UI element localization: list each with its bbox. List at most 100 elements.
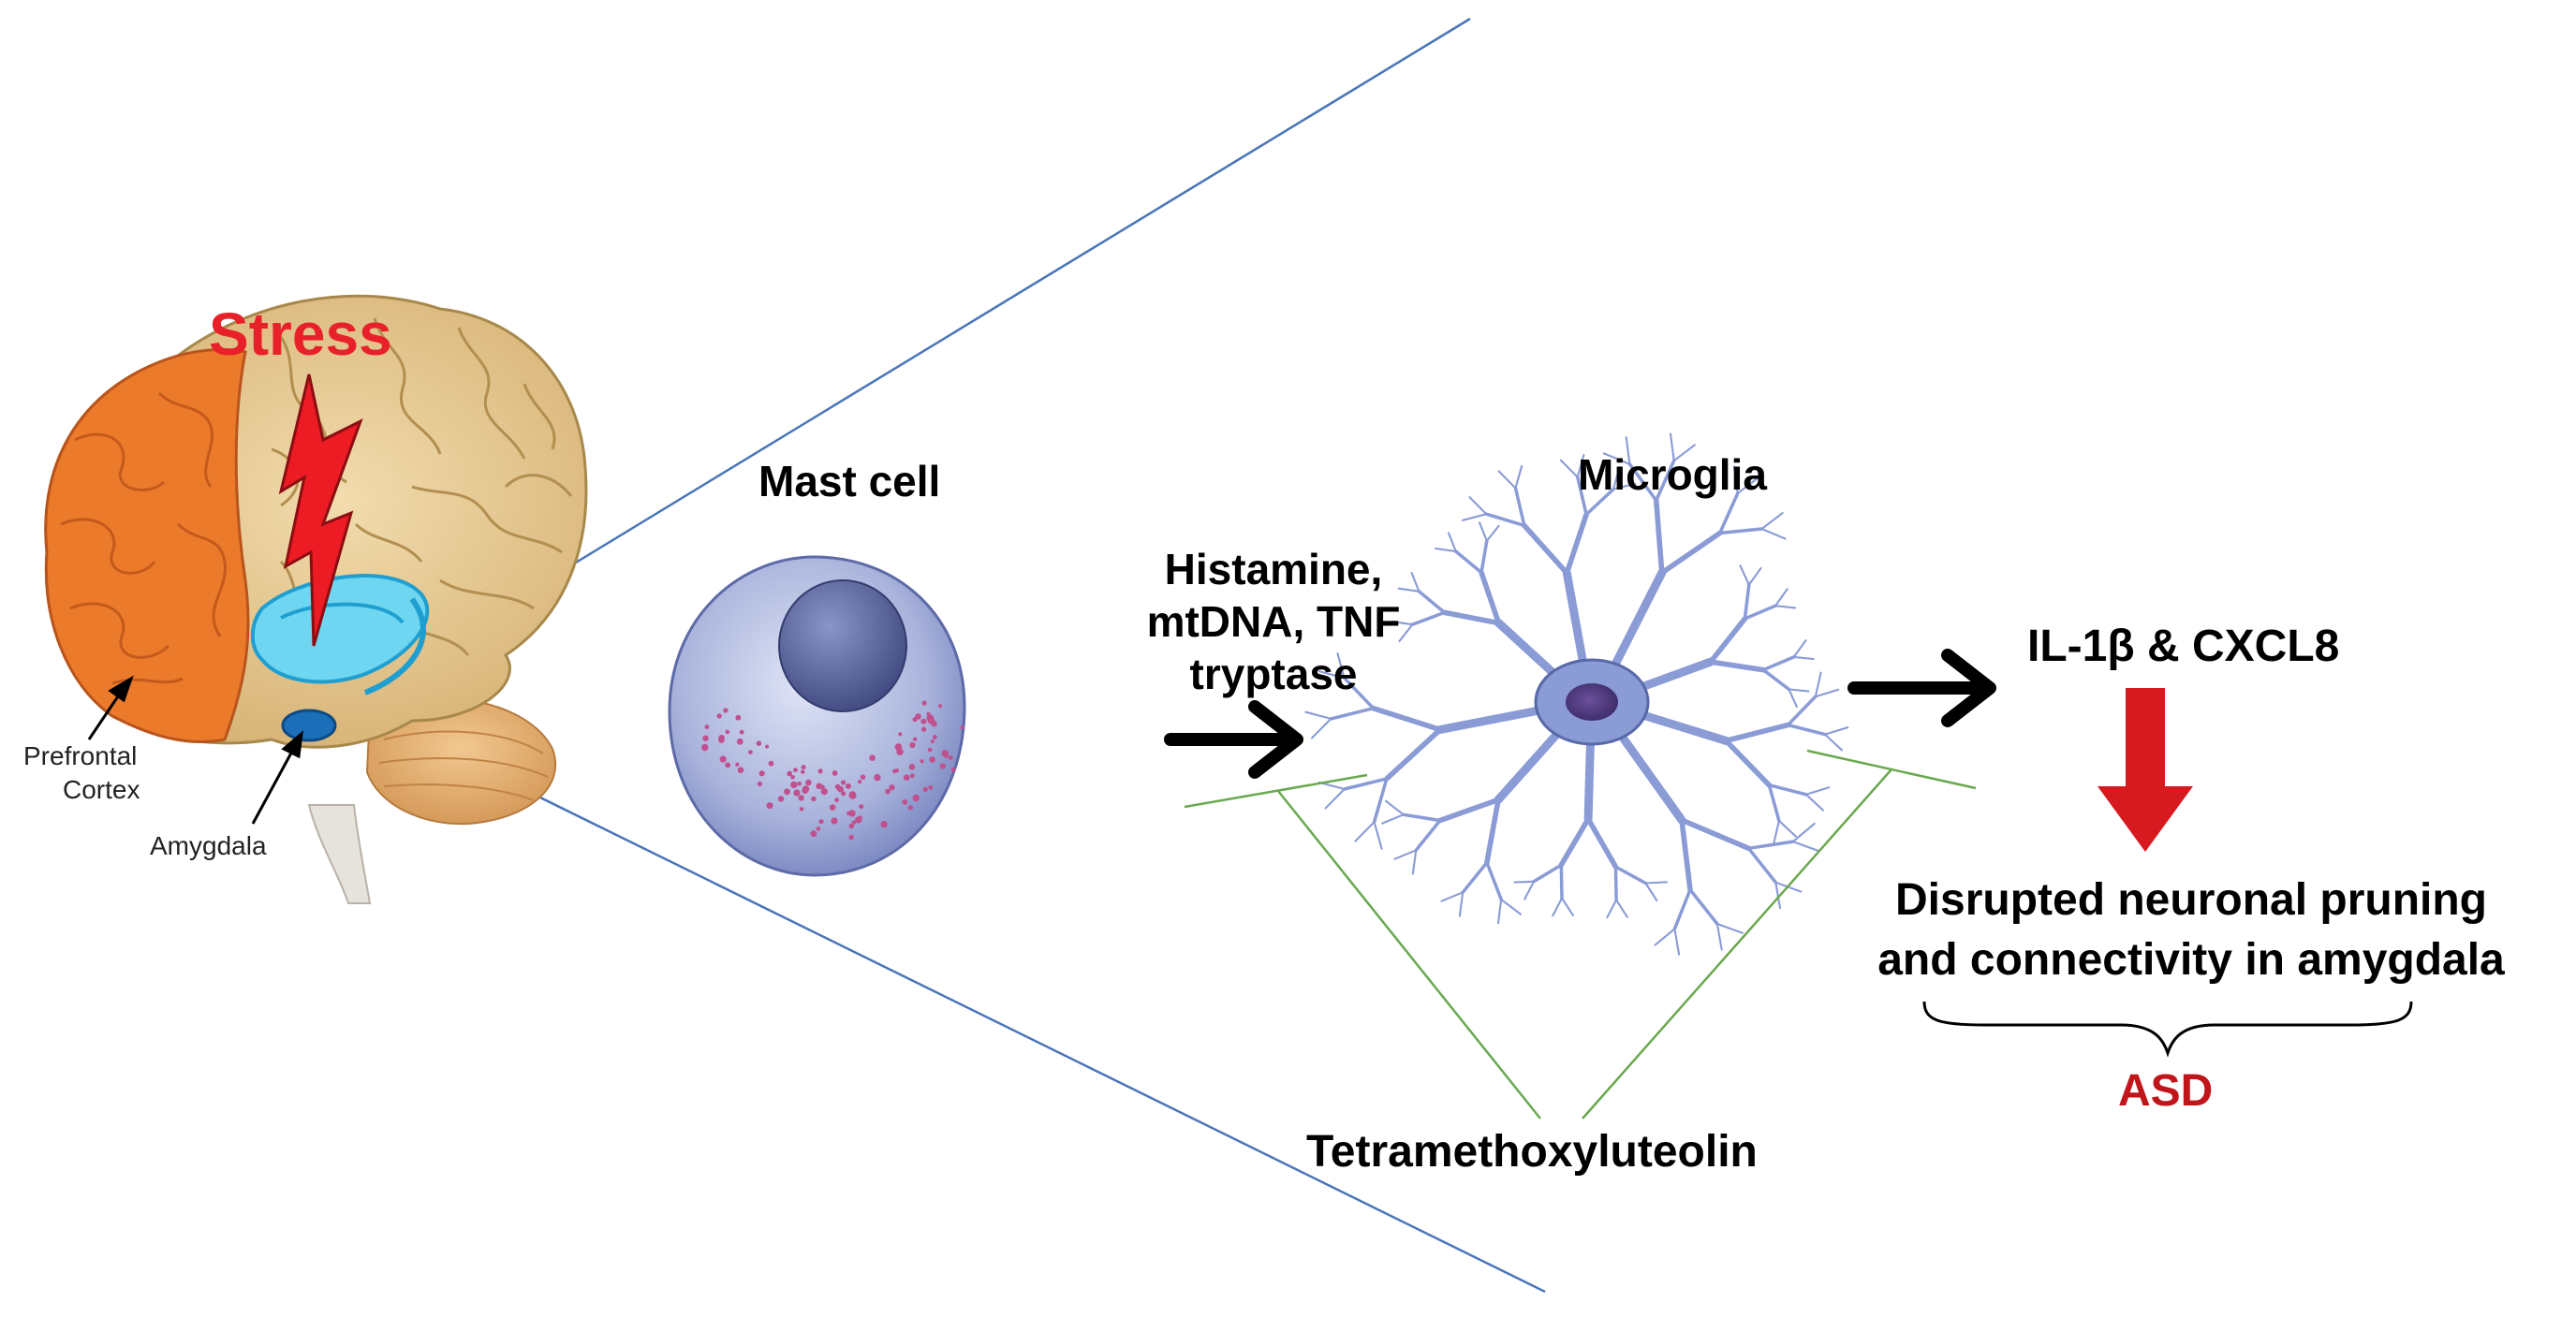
microglia-process	[1458, 891, 1465, 917]
granule	[920, 759, 924, 764]
microglia-process	[1613, 865, 1648, 885]
granule	[841, 791, 846, 797]
granule	[885, 788, 891, 795]
microglia-process	[1496, 898, 1503, 925]
microglia-label: Microglia	[1578, 450, 1767, 499]
microglia-process	[1381, 813, 1405, 825]
microglia-process	[1672, 444, 1696, 462]
microglia-process	[1317, 670, 1346, 680]
granule	[704, 724, 710, 730]
brain-illustration	[44, 294, 588, 904]
granule	[849, 792, 857, 799]
microglia-process	[1767, 783, 1781, 823]
microglia-process	[1585, 816, 1619, 870]
granule	[834, 783, 841, 790]
granule	[797, 781, 802, 786]
microglia-process	[1788, 688, 1798, 709]
granule	[736, 738, 743, 745]
granule	[725, 729, 730, 735]
microglia-process	[1659, 530, 1723, 576]
microglia-process	[1743, 604, 1777, 621]
granule	[860, 774, 866, 781]
microglia-process	[1774, 881, 1782, 910]
microglia-process	[1773, 819, 1780, 844]
microglia-process	[1761, 655, 1796, 672]
granule	[831, 817, 838, 825]
microglia-process	[1384, 799, 1405, 816]
microglia-process	[1777, 819, 1797, 838]
microglia-process	[1760, 512, 1784, 531]
microglia-process	[1786, 695, 1818, 727]
granule	[841, 780, 846, 785]
granule	[735, 714, 742, 721]
microglia-process	[1324, 787, 1346, 810]
outcome-label-line1: Disrupted neuronal pruning	[1895, 875, 2487, 925]
microglia-process	[1560, 897, 1574, 916]
granule	[903, 774, 910, 781]
stress-label: Stress	[209, 300, 392, 368]
mediators-label-line3: tryptase	[1189, 650, 1358, 698]
microglia-process	[1564, 511, 1589, 577]
granule	[880, 821, 888, 828]
granule	[950, 767, 956, 772]
microglia-process	[1437, 797, 1501, 824]
granule	[810, 830, 817, 838]
granule	[816, 827, 821, 831]
microglia-process	[1562, 568, 1590, 679]
microglia-process	[1602, 452, 1631, 465]
microglia-process	[1479, 539, 1489, 575]
granule	[725, 762, 731, 768]
granule	[912, 716, 918, 723]
microglia-process	[1559, 459, 1579, 478]
microglia-process	[1669, 432, 1675, 462]
microglia-process	[1823, 733, 1844, 752]
microglia-process	[1679, 817, 1752, 852]
granule	[912, 794, 920, 802]
granule	[817, 768, 823, 774]
microglia-process	[1654, 928, 1676, 946]
granule	[765, 744, 770, 749]
microglia-process	[1792, 655, 1815, 661]
granule	[818, 819, 824, 825]
microglia-process	[1500, 898, 1523, 915]
microglia-process	[1522, 522, 1570, 577]
microglia-process	[1612, 465, 1621, 490]
granule	[793, 768, 798, 772]
microglia-process	[1823, 726, 1849, 736]
microglia-process	[1402, 812, 1442, 823]
inhibit-line-left	[1277, 790, 1541, 1119]
microglia-process	[1414, 818, 1442, 853]
microglia-process	[1559, 863, 1564, 900]
zoom-line-bottom	[364, 710, 1546, 1294]
granule	[927, 747, 933, 753]
microglia-process	[1743, 582, 1751, 621]
granule	[748, 750, 753, 754]
asd-label: ASD	[2118, 1066, 2214, 1116]
microglia-process	[1397, 587, 1420, 593]
granule	[948, 755, 953, 761]
microglia-process	[1723, 738, 1773, 788]
microglia-process	[1788, 688, 1810, 693]
microglia-process	[1627, 462, 1658, 503]
granule	[920, 718, 927, 724]
mast-cell-nucleus	[778, 579, 907, 712]
microglia-process	[1342, 676, 1376, 710]
microglia-process	[1461, 513, 1488, 521]
granule	[832, 770, 838, 776]
granule	[723, 708, 729, 713]
granule	[898, 732, 903, 737]
outcome-label-line2: and connectivity in amygdala	[1877, 935, 2505, 985]
granule	[777, 796, 785, 802]
microglia-process	[1478, 521, 1488, 542]
microglia-process	[1654, 459, 1676, 503]
microglia-process	[1576, 476, 1588, 517]
granule	[926, 714, 935, 722]
amygdala-label: Amygdala	[150, 831, 267, 860]
arrow-cytokines	[1847, 649, 1996, 727]
microglia-process	[1384, 726, 1443, 782]
granule	[820, 788, 828, 796]
microglia-process	[1717, 527, 1764, 535]
granule	[845, 783, 851, 789]
granule	[805, 779, 812, 786]
